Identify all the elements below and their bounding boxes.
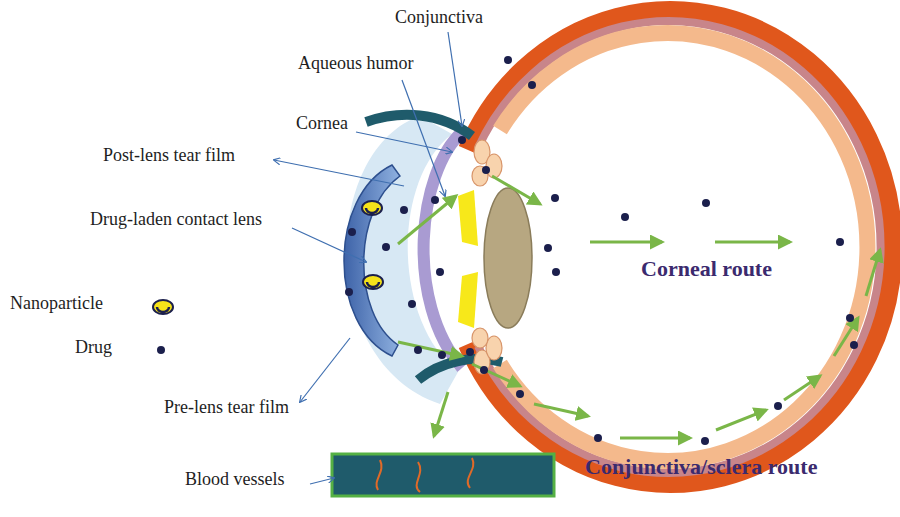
choroid [478, 21, 881, 473]
drug-dot [345, 56, 858, 445]
leader-line [274, 32, 462, 484]
legend-text: Nanoparticle [10, 294, 103, 314]
blood-vessel [376, 458, 473, 492]
contact-lens [344, 165, 400, 356]
part-label: Aqueous humor [298, 54, 414, 74]
route-arrow [398, 176, 880, 438]
nanoparticle-symbol [362, 201, 383, 289]
part-label: Post-lens tear film [103, 146, 235, 166]
route-label: Conjunctiva/sclera route [585, 455, 817, 479]
part-label: Cornea [296, 114, 348, 134]
part-label: Drug-laden contact lens [90, 210, 262, 230]
blood-vessel-box [332, 454, 554, 496]
cornea-shape [424, 132, 462, 368]
sclera [468, 11, 892, 483]
part-label: Conjunctiva [395, 8, 483, 28]
route-label: Corneal route [641, 257, 772, 281]
iris [458, 190, 478, 246]
legend-nanoparticle-symbol [153, 300, 173, 314]
crystalline-lens [484, 188, 532, 328]
part-label: Blood vessels [185, 470, 285, 490]
legend-text: Drug [75, 338, 112, 358]
iris [458, 272, 478, 328]
legend-drug-symbol [157, 346, 165, 354]
part-label: Pre-lens tear film [164, 398, 289, 418]
retina [500, 33, 867, 461]
